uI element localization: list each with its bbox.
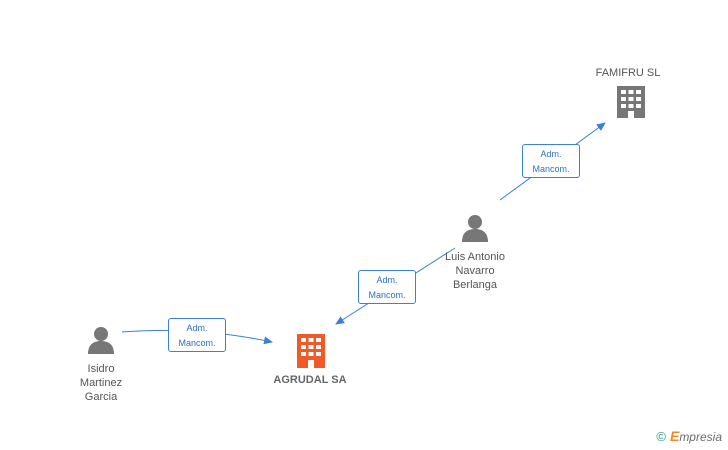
edge-role-line2: Mancom. <box>178 338 216 348</box>
edge-role-box: Adm. Mancom. <box>168 318 226 352</box>
brand-name: mpresia <box>679 430 722 444</box>
node-label-isidro[interactable]: Isidro Martinez Garcia <box>79 363 123 403</box>
node-label-agrudal[interactable]: AGRUDAL SA <box>273 374 347 386</box>
person-icon <box>88 327 114 354</box>
brand-initial: E <box>669 428 680 444</box>
copyright-icon: © <box>656 428 666 444</box>
person-icon <box>462 215 488 242</box>
node-label-luis[interactable]: Luis Antonio Navarro Berlanga <box>445 251 505 291</box>
edge-role-box: Adm. Mancom. <box>522 144 580 178</box>
node-label-famifru[interactable]: FAMIFRU SL <box>595 67 661 79</box>
edge-role-line1: Adm. <box>186 323 208 333</box>
edge-role-box: Adm. Mancom. <box>358 270 416 304</box>
edge-role-line2: Mancom. <box>532 164 570 174</box>
edge-role-line2: Mancom. <box>368 290 406 300</box>
building-icon <box>617 86 645 118</box>
building-icon-main <box>297 334 325 368</box>
edge-role-line1: Adm. <box>540 149 562 159</box>
brand-logo: © Empresia <box>656 428 722 444</box>
edge-role-line1: Adm. <box>376 275 398 285</box>
